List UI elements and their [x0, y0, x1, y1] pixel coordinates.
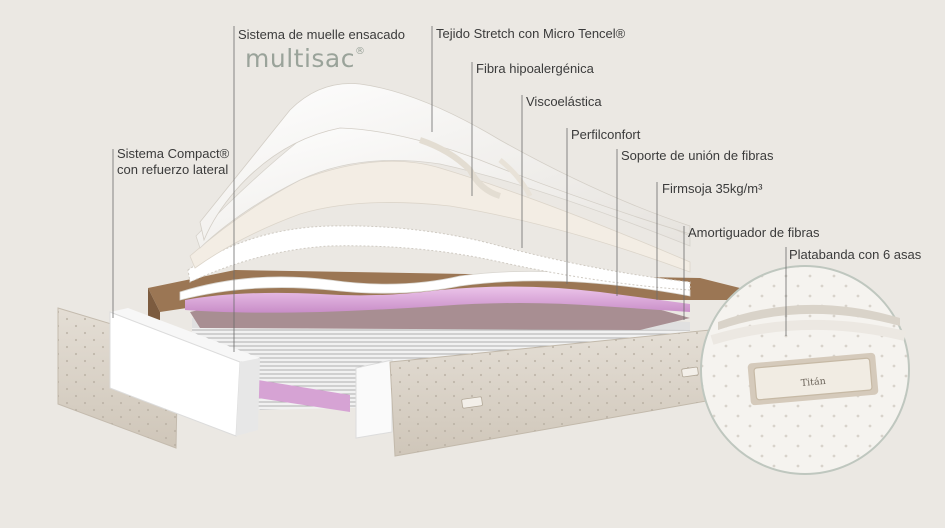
perfilconfort-layer [187, 225, 691, 291]
label-visco: Viscoelástica [526, 94, 602, 109]
multisac-logo: multisac® [245, 44, 365, 73]
label-tejido: Tejido Stretch con Micro Tencel® [436, 26, 626, 41]
label-soporte: Soporte de unión de fibras [621, 148, 774, 163]
label-plat: Platabanda con 6 asas [789, 247, 922, 262]
label-amortiguador: Amortiguador de fibras [688, 225, 820, 240]
handle-magnifier: Titán [700, 265, 910, 475]
brand-name: multisac [245, 44, 355, 73]
front-side-panel [389, 329, 713, 457]
label-muelle: Sistema de muelle ensacado [238, 27, 405, 42]
fibre-support-layer [179, 270, 691, 301]
front-compact-block [355, 359, 393, 439]
compact-reinforcement [109, 308, 260, 437]
tejido-top-layer [199, 83, 691, 242]
viscoelastica-layer [189, 160, 691, 273]
label-perfil: Perfilconfort [571, 127, 641, 142]
leader-lines [112, 26, 787, 352]
label-firmsoja: Firmsoja 35kg/m³ [662, 181, 763, 196]
label-compact-line2: con refuerzo lateral [117, 162, 229, 177]
brand-mark: ® [354, 46, 366, 57]
label-compact-line1: Sistema Compact® [117, 146, 230, 161]
label-fibra: Fibra hipoalergénica [476, 61, 594, 76]
firmsoja-foam-layer [185, 286, 690, 313]
handle-label: Titán [800, 376, 826, 389]
